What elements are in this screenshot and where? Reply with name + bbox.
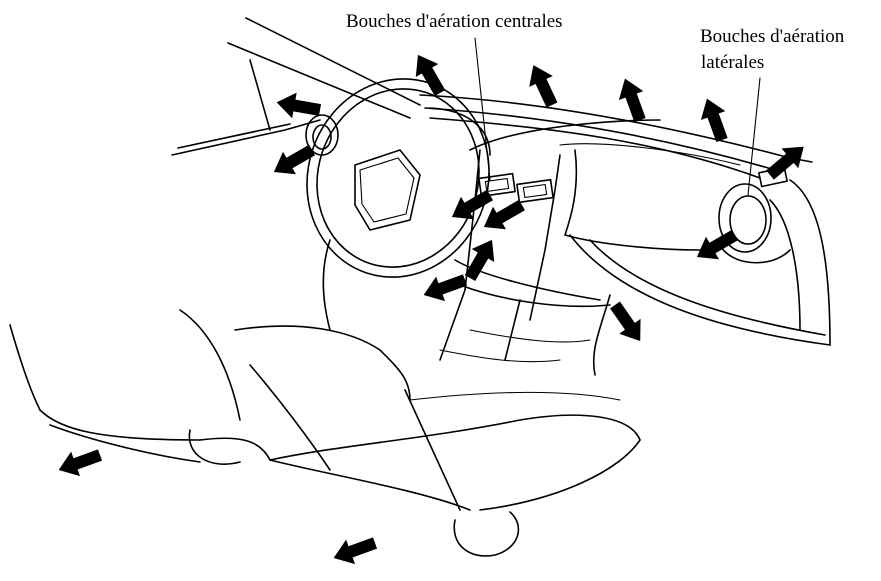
arrow-up-icon [406,48,452,100]
central-vents [478,172,554,204]
arrow-left-icon [419,267,470,308]
central-vents-label: Bouches d'aération centrales [346,11,563,32]
driver-seat [234,239,641,557]
arrow-up-icon [694,94,735,145]
windshield-frame [171,17,421,156]
arrow-down-right-icon [604,297,651,349]
side-vents-label-line2: latérales [701,52,765,73]
airflow-arrows [54,48,813,571]
side-vent-right [718,166,791,264]
arrow-down-left-icon [329,530,380,571]
arrow-down-left-icon [54,442,105,483]
leader-lines [474,37,761,196]
arrow-up-icon [612,74,653,125]
arrow-up-icon [521,59,564,111]
dashboard [419,94,831,376]
passenger-seat [9,309,271,465]
side-vents-label-line1: Bouches d'aération [700,26,845,47]
arrow-down-left-icon [267,138,319,184]
arrow-down-left-icon [690,223,742,269]
